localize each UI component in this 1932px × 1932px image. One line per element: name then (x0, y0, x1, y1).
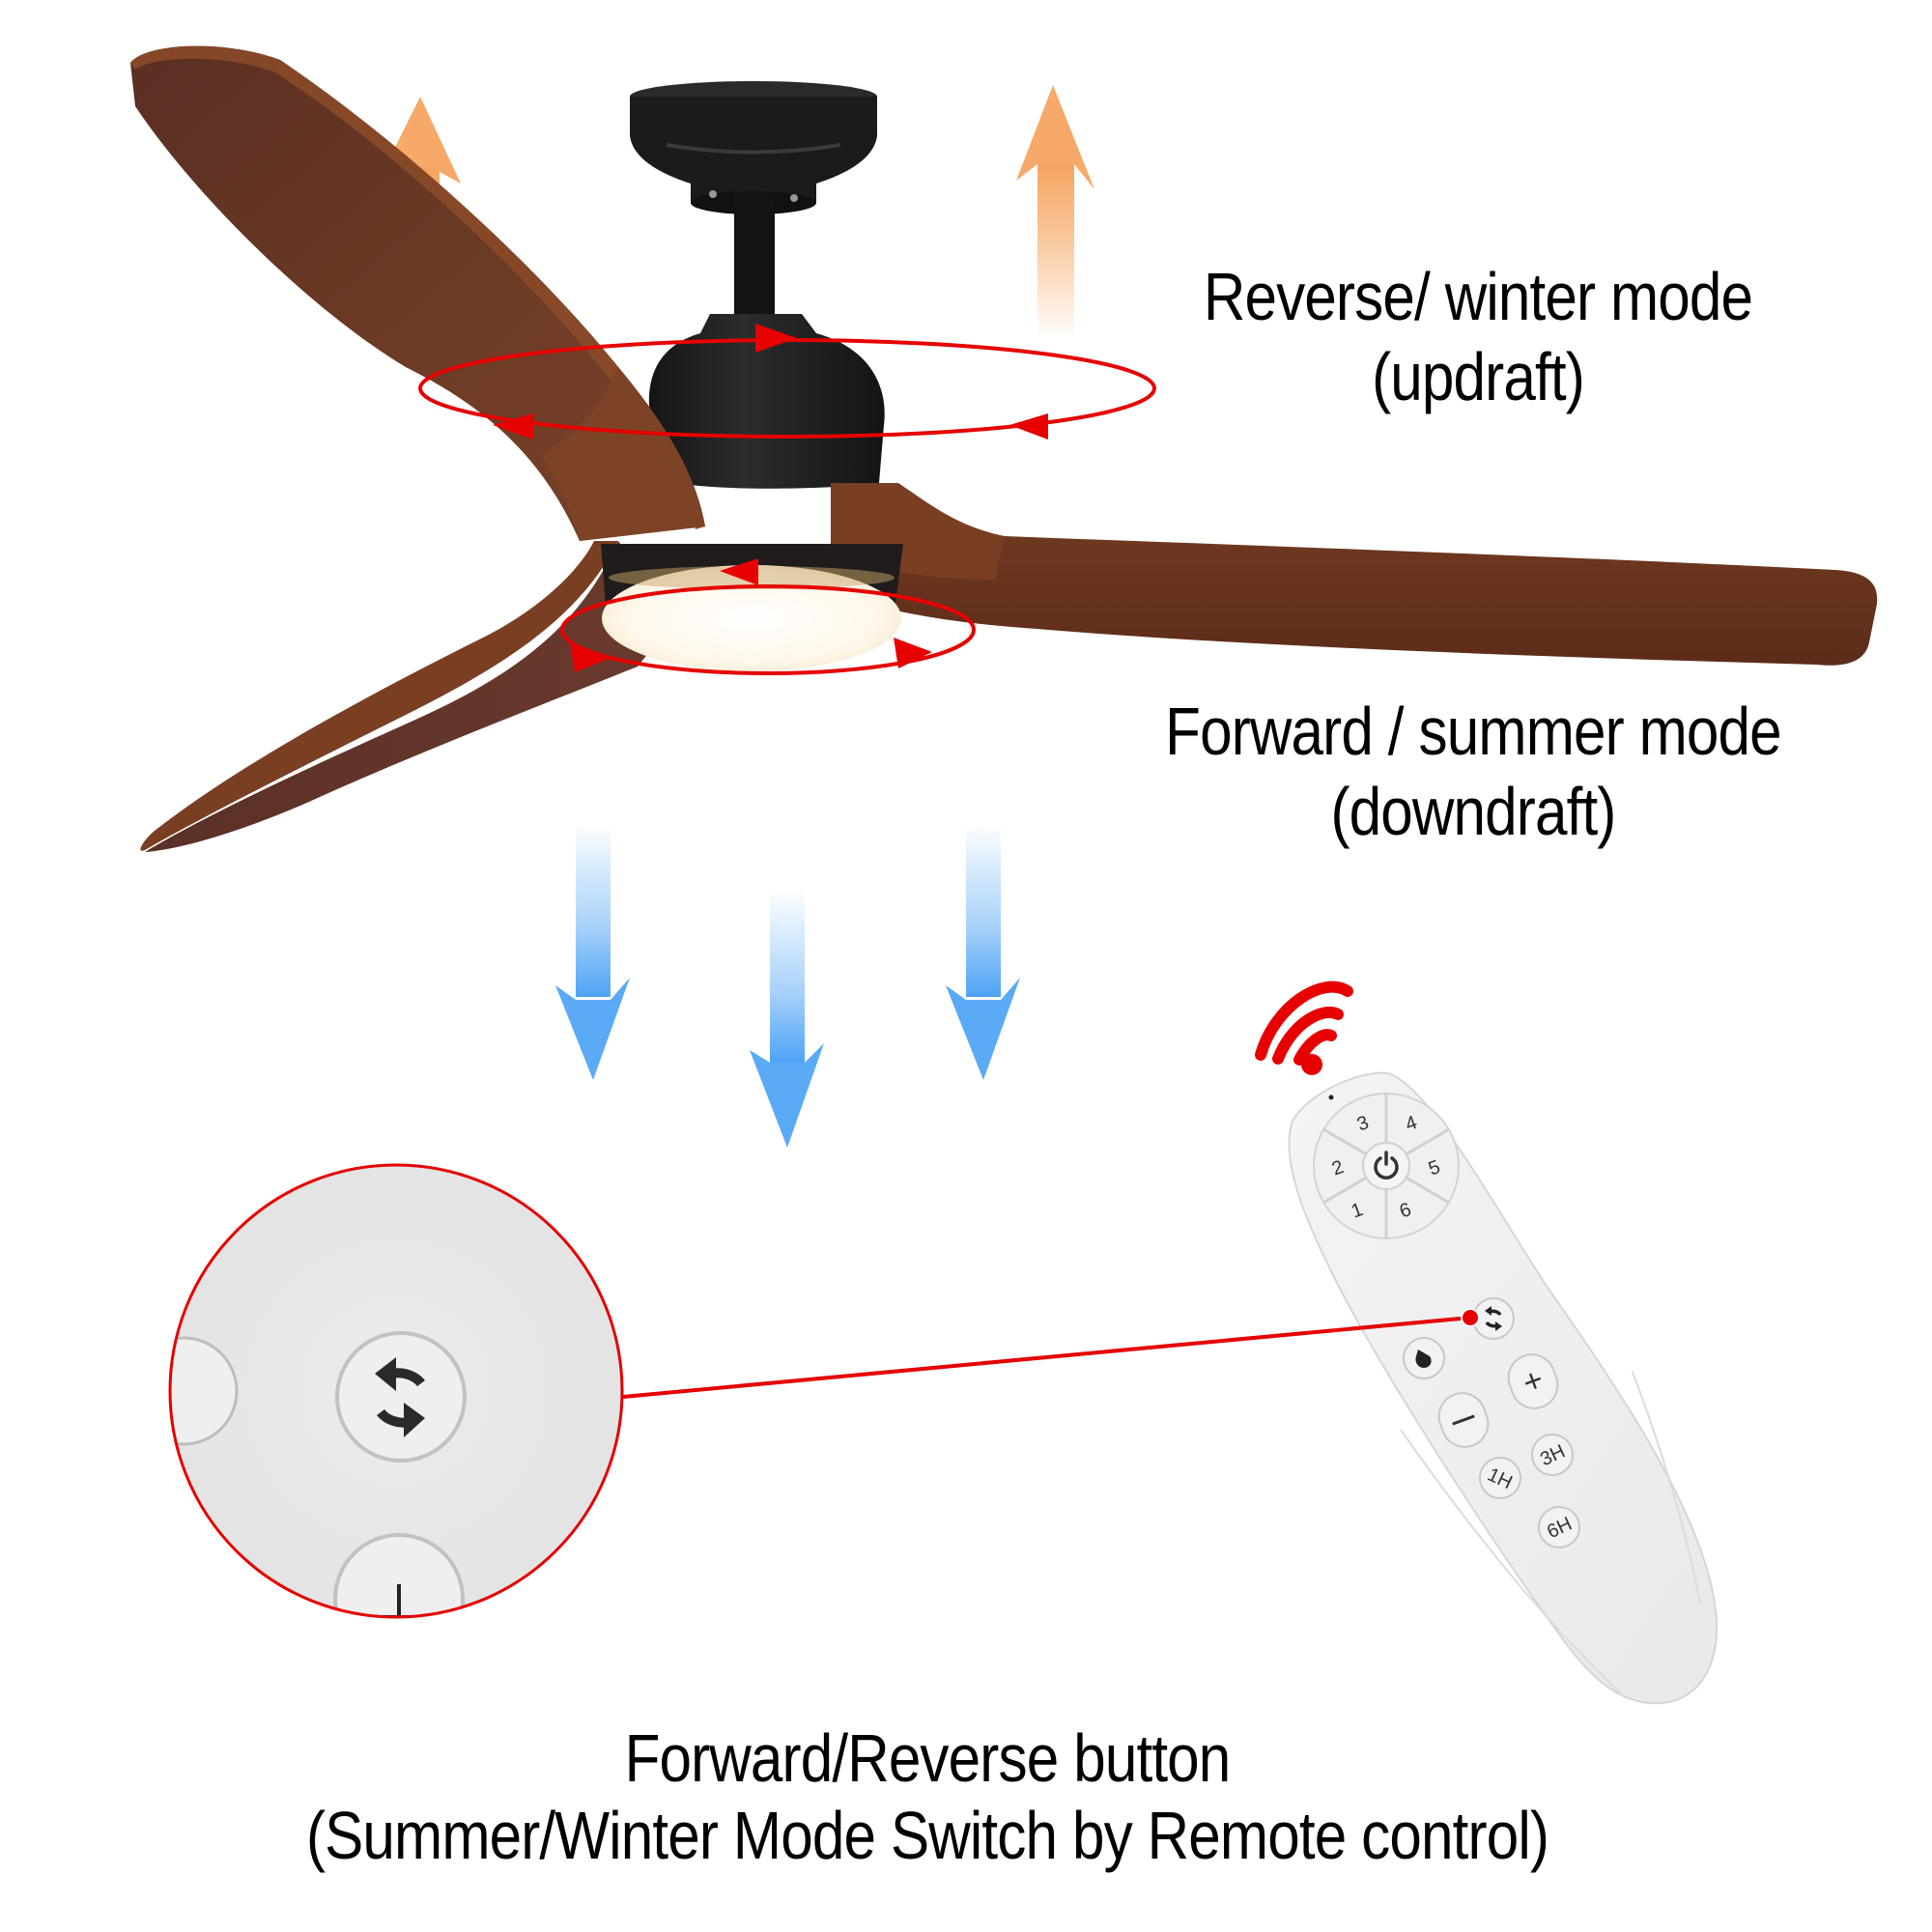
light-button[interactable] (1403, 1337, 1445, 1379)
blade-hub-left (541, 367, 705, 541)
rotation-arrowheads-bottom (570, 558, 932, 672)
updraft-arrow-right-icon (1016, 85, 1094, 338)
fan-motor-housing (648, 314, 885, 489)
speed-increase-button[interactable]: + (1502, 1348, 1564, 1414)
magnified-reverse-button (335, 1331, 467, 1463)
downdraft-arrow-right-icon (946, 823, 1020, 1080)
mode-switch-caption: (Summer/Winter Mode Switch by Remote con… (305, 1798, 1549, 1873)
power-icon (1374, 1151, 1399, 1179)
rotation-indicator-forward-icon (560, 584, 976, 675)
magnifier-border (168, 1163, 624, 1619)
magnifier-detail (168, 1163, 624, 1619)
fan-downrod (734, 193, 775, 324)
signal-dot-icon (1301, 1054, 1322, 1075)
downdraft-arrow-left-icon (555, 823, 630, 1080)
callout-dot-icon (1461, 1308, 1480, 1327)
timer-6h-button[interactable]: 6H (1538, 1506, 1580, 1548)
winter-mode-caption: Reverse/ winter mode (1203, 259, 1753, 334)
summer-mode-caption: Forward / summer mode (1165, 694, 1781, 769)
remote-control: 3 4 2 5 1 6 + (1288, 1071, 1719, 1705)
rotation-arrowheads-top (493, 324, 1048, 440)
speed-decrease-button[interactable] (1433, 1386, 1494, 1453)
fan-canopy (630, 81, 877, 214)
remote-led-indicator (1328, 1094, 1334, 1100)
minus-icon (1452, 1414, 1475, 1426)
timer-1h-button[interactable]: 1H (1479, 1457, 1521, 1499)
forward-reverse-button-caption: Forward/Reverse button (624, 1720, 1232, 1796)
power-button[interactable] (1362, 1142, 1410, 1190)
magnified-reverse-rotation-icon (375, 1357, 425, 1437)
light-bulb-icon (1415, 1350, 1432, 1368)
speed-dial: 3 4 2 5 1 6 (1313, 1093, 1460, 1239)
timer-3h-button[interactable]: 3H (1531, 1434, 1574, 1476)
wireless-signal-icon (1255, 980, 1353, 1065)
fan-blade-right (831, 488, 1878, 666)
winter-mode-subcaption: (updraft) (1372, 339, 1585, 414)
fan-blade-left (130, 45, 705, 542)
fan-blade-lower-left (140, 541, 676, 852)
downdraft-arrow-center-icon (750, 889, 824, 1148)
summer-mode-subcaption: (downdraft) (1330, 774, 1616, 849)
callout-line (622, 1316, 1471, 1399)
